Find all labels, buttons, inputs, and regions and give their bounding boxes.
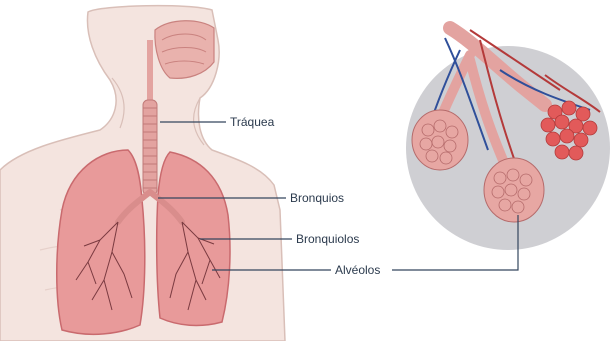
alveoli-inset [406, 28, 610, 250]
label-traquea: Tráquea [230, 115, 274, 129]
label-bronquios: Bronquios [290, 191, 344, 205]
trachea [143, 100, 157, 195]
label-bronquiolos: Bronquiolos [296, 232, 359, 246]
label-alveolos: Alvéolos [335, 263, 380, 277]
